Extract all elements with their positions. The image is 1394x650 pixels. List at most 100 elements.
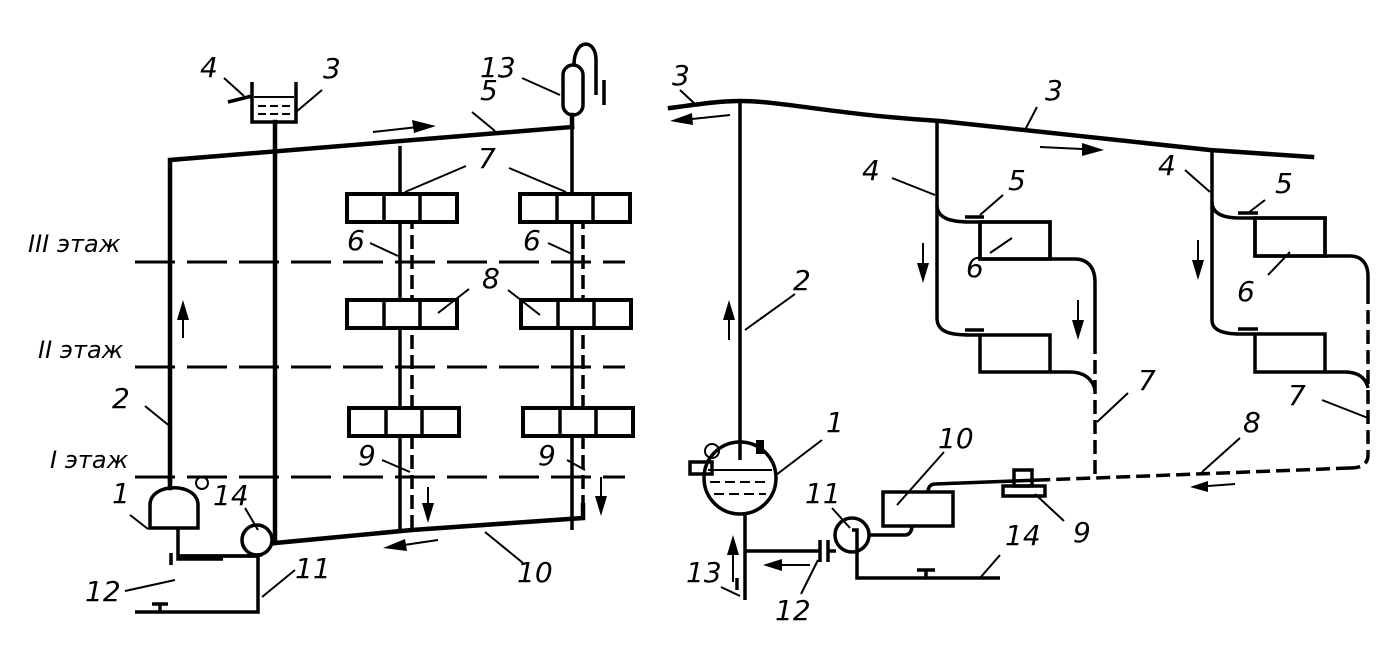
radiator <box>345 192 459 224</box>
label-boiler: 1 <box>826 406 844 439</box>
leader <box>1024 106 1038 131</box>
leader <box>1184 169 1211 193</box>
arrow-left <box>403 539 439 546</box>
leader-lines <box>124 77 586 598</box>
overflow-pipe <box>227 94 253 104</box>
leader <box>566 459 586 471</box>
radiator <box>347 406 461 438</box>
label-return-riser-left: 9 <box>358 439 376 472</box>
label-drain: 13 <box>686 556 722 589</box>
arrow-left <box>383 539 407 551</box>
boiler <box>148 486 200 530</box>
leader <box>979 194 1004 216</box>
pump <box>833 516 871 554</box>
leader <box>800 559 819 595</box>
leader-lines-right <box>679 89 1369 597</box>
label-valve-b: 5 <box>1275 167 1293 200</box>
water-gauge <box>688 460 714 476</box>
arrow-left <box>691 114 731 120</box>
leader <box>547 242 573 255</box>
condensate-b-lower <box>1325 370 1370 389</box>
drain-pipe <box>176 528 223 561</box>
radiator-a-upper <box>978 220 1052 261</box>
floor-label-3: III этаж <box>28 230 121 258</box>
arrow-left <box>670 113 693 125</box>
radiator <box>521 406 635 438</box>
leader <box>484 531 524 564</box>
floor-label-2: II этаж <box>38 336 124 364</box>
supply-main <box>167 124 575 483</box>
leader <box>744 293 796 331</box>
arrow-down <box>1072 320 1084 340</box>
leader <box>129 514 149 530</box>
flow-arrows <box>177 120 607 551</box>
leader <box>1201 437 1241 473</box>
riser-b <box>1210 202 1255 336</box>
leader <box>508 167 567 193</box>
leader <box>471 111 496 132</box>
leader <box>1321 399 1369 419</box>
leader <box>679 89 696 105</box>
arrow-down <box>422 503 434 523</box>
label-condensate-riser-a: 7 <box>1138 364 1156 397</box>
condensate-main <box>1039 466 1351 482</box>
label-valve-a: 5 <box>1008 164 1026 197</box>
leader <box>381 459 411 473</box>
label-steam-main-right: 3 <box>1045 74 1063 107</box>
label-return-riser-right: 9 <box>538 439 556 472</box>
expansion-tank <box>250 82 298 124</box>
radiator-b-upper <box>1253 216 1327 258</box>
arrow-right <box>1082 143 1104 156</box>
radiator <box>518 192 632 224</box>
leader <box>1034 493 1065 522</box>
label-condensate-riser-b: 7 <box>1288 379 1306 412</box>
leader <box>720 586 741 597</box>
water-supply-pipe <box>852 528 1000 580</box>
leader <box>979 554 1001 579</box>
leader <box>831 507 851 529</box>
label-supply-main: 5 <box>480 74 498 107</box>
steam-trap <box>1012 468 1034 488</box>
leader <box>223 77 245 97</box>
riser-a-upper <box>935 122 1052 261</box>
label-drain-valve: 12 <box>85 575 121 608</box>
return-to-boiler <box>135 554 260 614</box>
leader <box>1267 251 1291 276</box>
flow-arrows-right <box>670 113 1236 582</box>
radiator-b-lower <box>1253 332 1327 374</box>
leader <box>521 77 561 96</box>
arrow-left <box>1190 481 1208 492</box>
arrow-up <box>723 300 735 320</box>
leader <box>295 89 323 113</box>
riser-a <box>935 205 980 337</box>
floor-label-1: I этаж <box>50 446 129 474</box>
radiators-left-column <box>345 192 461 438</box>
arrow-down <box>1192 260 1204 280</box>
label-supply-riser-right: 6 <box>523 224 541 257</box>
label-steam-main-left: 3 <box>672 59 690 92</box>
condensate-a-upper <box>1050 257 1097 340</box>
arrow-right <box>1039 146 1083 150</box>
arrow-right <box>372 126 419 133</box>
leader <box>896 451 945 506</box>
condensate-riser-b <box>1349 290 1370 470</box>
label-expansion-tank: 3 <box>323 52 341 85</box>
label-radiator: 8 <box>482 262 500 295</box>
leader <box>437 288 470 314</box>
arrow-right <box>412 120 436 133</box>
safety-valve <box>756 440 764 454</box>
pump-to-tank <box>868 525 914 537</box>
label-boiler: 1 <box>112 477 130 510</box>
air-collector <box>561 63 585 117</box>
steam-trap-base <box>1001 484 1047 498</box>
label-radiator-a: 6 <box>966 251 984 284</box>
label-main-riser: 2 <box>793 264 811 297</box>
label-condensate-main: 8 <box>1243 406 1261 439</box>
label-air-collector: 13 <box>480 51 516 84</box>
label-main-riser: 2 <box>112 382 130 415</box>
label-radiator-valve: 7 <box>478 142 496 175</box>
label-check-valve: 12 <box>775 594 811 627</box>
label-riser-a: 4 <box>862 154 880 187</box>
label-return-to-boiler: 11 <box>295 552 331 585</box>
